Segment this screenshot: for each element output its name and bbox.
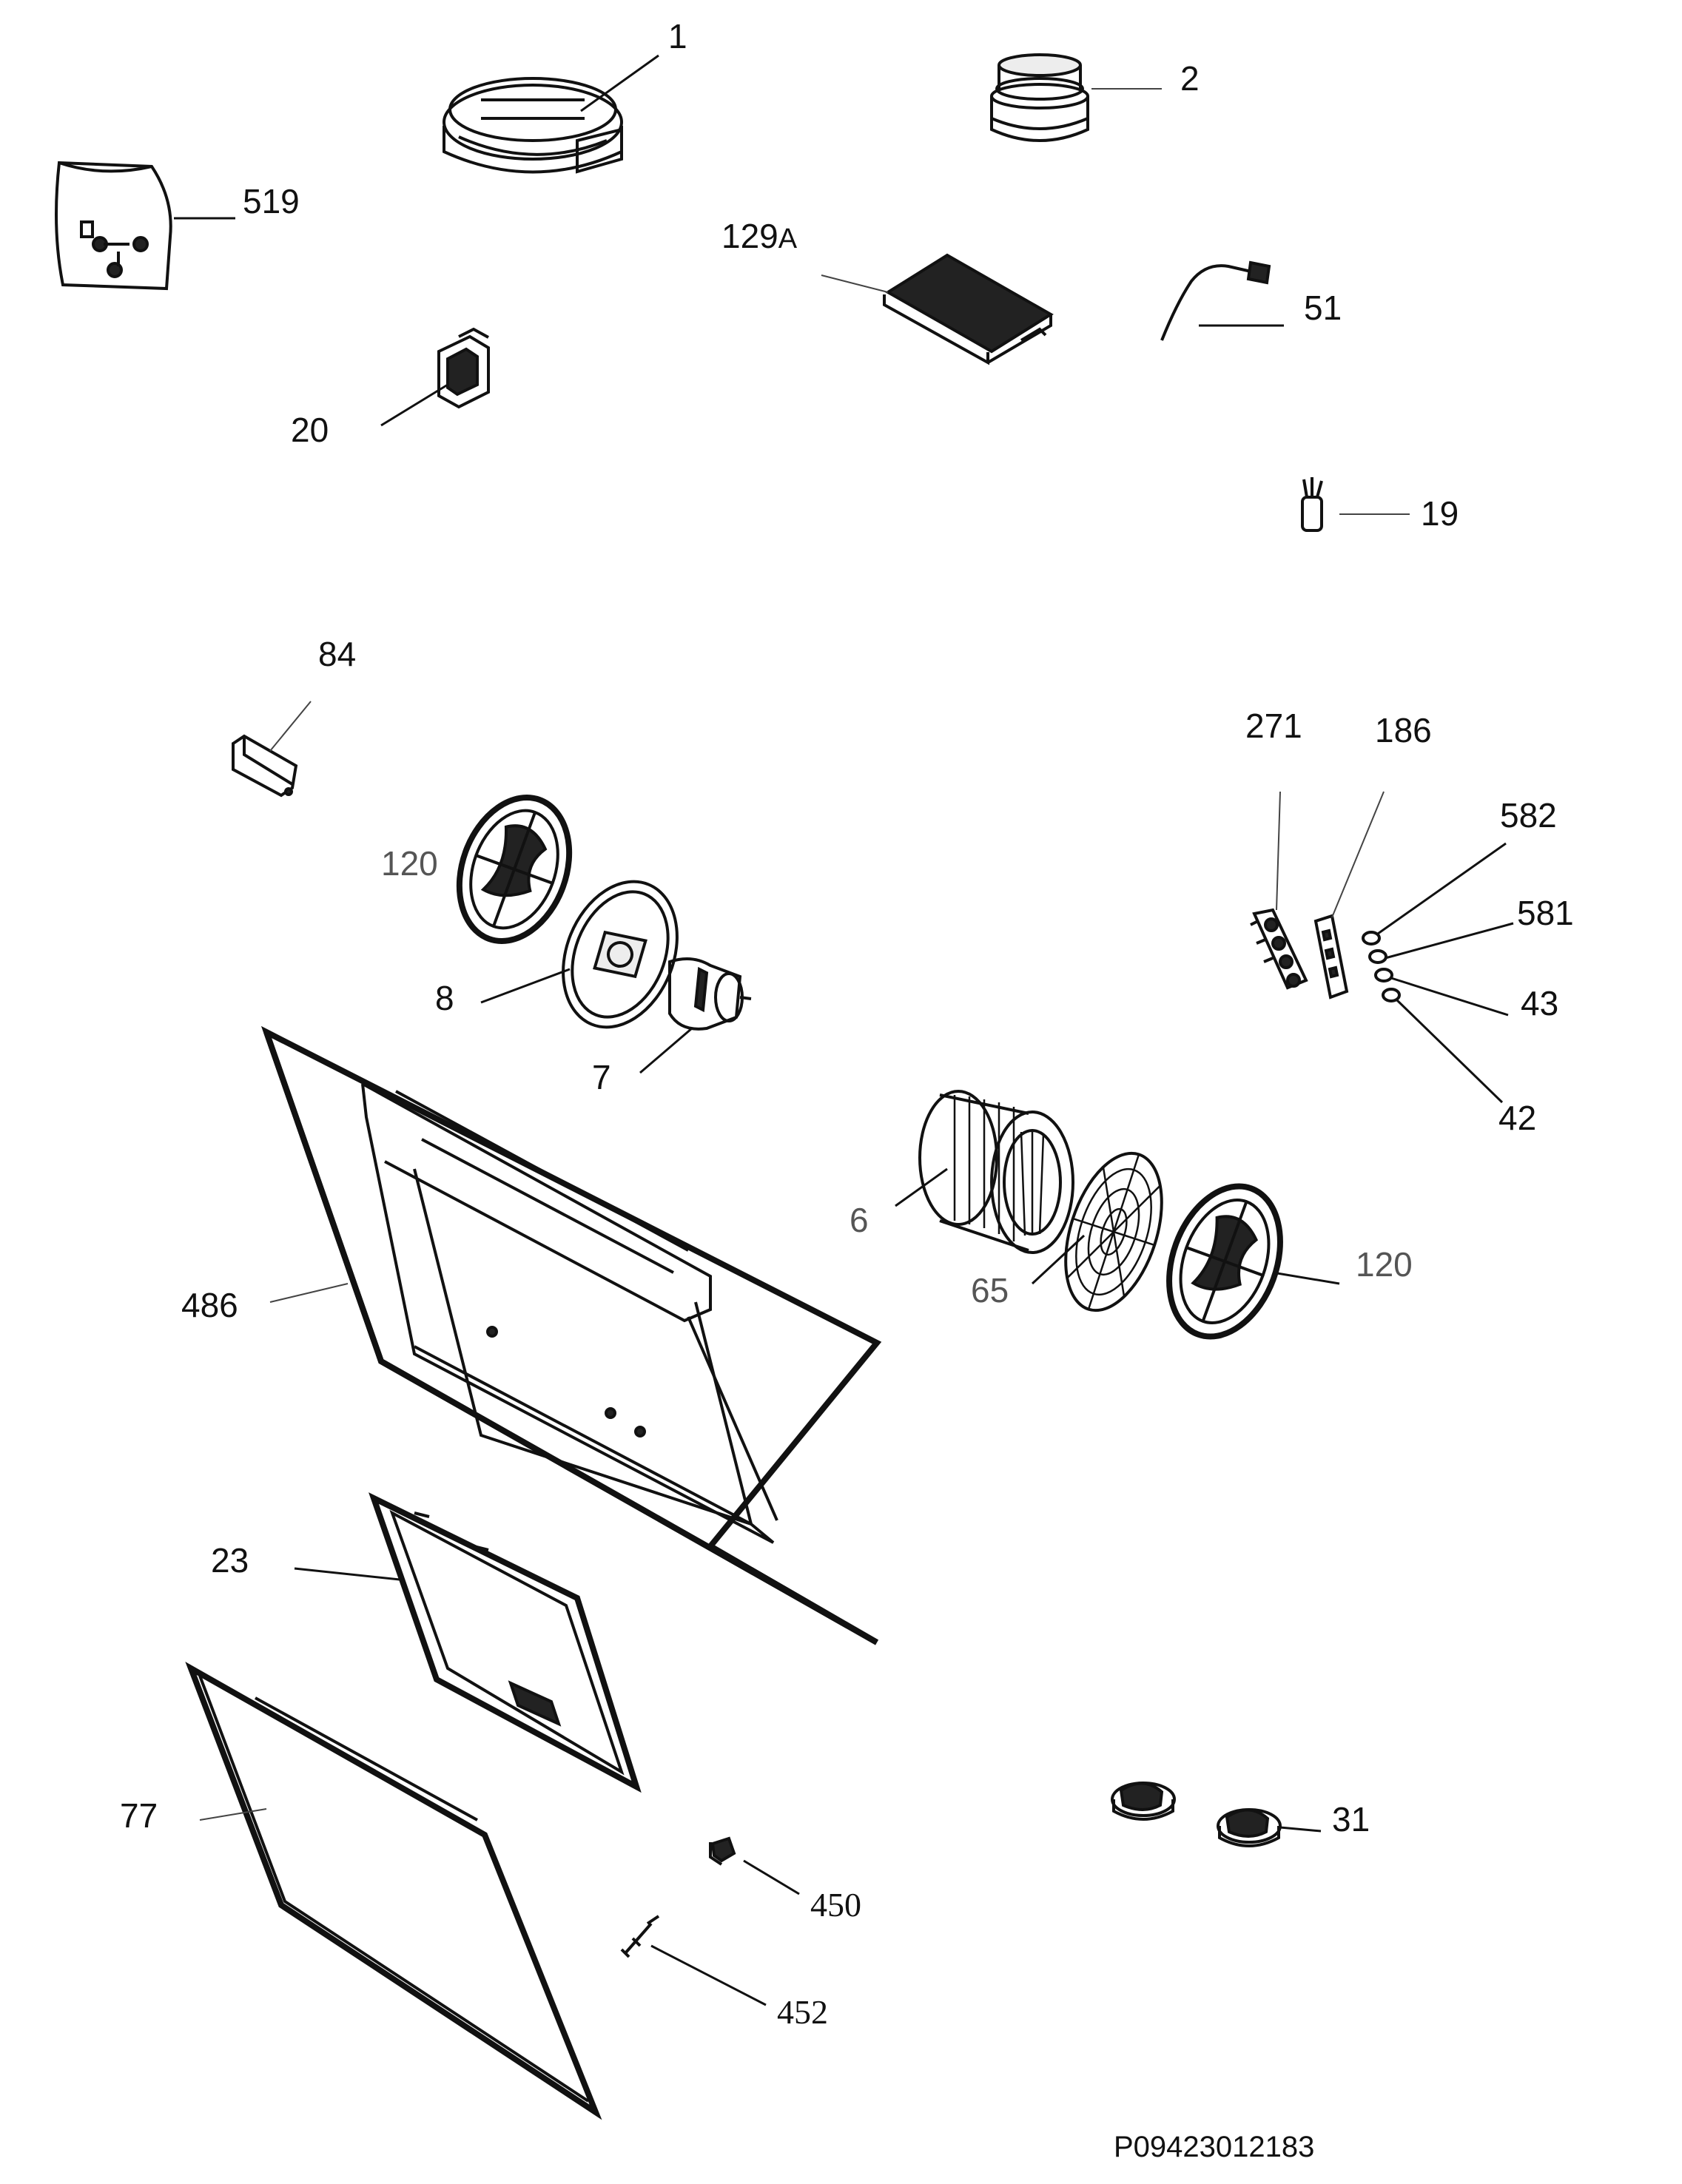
part-129a-carbon-filter: [883, 253, 1054, 365]
label-65: 65: [971, 1271, 1009, 1310]
label-51: 51: [1304, 289, 1342, 327]
leader-186: [1331, 791, 1385, 918]
label-31: 31: [1332, 1800, 1370, 1838]
leader-486: [269, 1283, 349, 1303]
leader-450: [743, 1859, 800, 1895]
leader-6: [895, 1167, 948, 1207]
leader-582: [1377, 842, 1507, 935]
leader-452: [650, 1944, 767, 2006]
part-450-clip: [709, 1836, 736, 1866]
label-452: 452: [777, 1993, 828, 2031]
part-19-capacitor: [1301, 477, 1323, 532]
leader-581: [1385, 922, 1514, 960]
part-519-screw-bag: [55, 161, 172, 291]
label-77: 77: [120, 1796, 158, 1835]
part-42-ring: [1382, 988, 1401, 1002]
leader-120-right: [1272, 1271, 1340, 1285]
leader-42: [1396, 999, 1504, 1104]
leader-7: [639, 1027, 693, 1074]
label-129: 129A: [721, 217, 798, 255]
part-31-knob-a: [1111, 1782, 1176, 1821]
leader-31: [1279, 1826, 1322, 1833]
part-1-adapter-ring: [443, 77, 623, 174]
label-42: 42: [1498, 1099, 1536, 1137]
label-120-right: 120: [1356, 1245, 1413, 1284]
leader-129a: [821, 274, 889, 293]
leader-1: [580, 54, 659, 112]
leader-20: [380, 383, 448, 427]
part-20-switch-block: [437, 327, 490, 409]
leader-77: [199, 1808, 267, 1821]
part-23-filter-frame: [369, 1492, 642, 1793]
part-77-glass-panel: [185, 1662, 602, 2120]
leader-84: [269, 701, 312, 752]
label-43: 43: [1521, 984, 1558, 1022]
label-6: 6: [850, 1201, 869, 1239]
part-582-ring: [1362, 931, 1381, 946]
part-186-board: [1313, 914, 1349, 1000]
part-43-ring: [1374, 968, 1393, 983]
label-186: 186: [1375, 711, 1432, 749]
label-20: 20: [291, 411, 329, 449]
part-486-canopy: [260, 1025, 882, 1645]
part-51-cable: [1160, 260, 1271, 341]
part-31-knob-b: [1217, 1808, 1282, 1847]
label-486: 486: [181, 1286, 238, 1324]
label-519: 519: [243, 182, 300, 220]
drawing-code: P09423012183: [1114, 2131, 1314, 2163]
label-84: 84: [318, 635, 356, 673]
label-581: 581: [1517, 894, 1574, 932]
part-581-ring: [1368, 949, 1387, 964]
part-7-motor: [668, 957, 752, 1031]
leader-8: [480, 968, 571, 1004]
part-452-pin: [620, 1915, 660, 1958]
label-1: 1: [668, 17, 687, 55]
part-84-lamp: [232, 734, 298, 798]
leader-43: [1390, 977, 1509, 1017]
part-2-connector-sleeve: [990, 53, 1089, 142]
label-271: 271: [1245, 707, 1302, 745]
label-450: 450: [810, 1886, 861, 1924]
label-120-left: 120: [381, 844, 438, 883]
part-8-motor-flange: [562, 880, 679, 1029]
label-19: 19: [1421, 494, 1459, 533]
part-6-blower-wheel: [918, 1090, 1074, 1254]
part-65-grille: [1064, 1151, 1163, 1312]
label-582: 582: [1500, 796, 1557, 835]
label-8: 8: [435, 979, 454, 1017]
label-23: 23: [211, 1541, 249, 1580]
leader-271: [1276, 791, 1281, 911]
leader-23: [294, 1567, 400, 1581]
label-7: 7: [592, 1058, 611, 1096]
part-271-terminal-block: [1250, 908, 1308, 990]
leader-65: [1031, 1234, 1086, 1285]
part-120-filter-wheel-left: [456, 795, 573, 944]
part-120-filter-wheel-right: [1166, 1183, 1283, 1340]
label-2: 2: [1180, 59, 1200, 98]
